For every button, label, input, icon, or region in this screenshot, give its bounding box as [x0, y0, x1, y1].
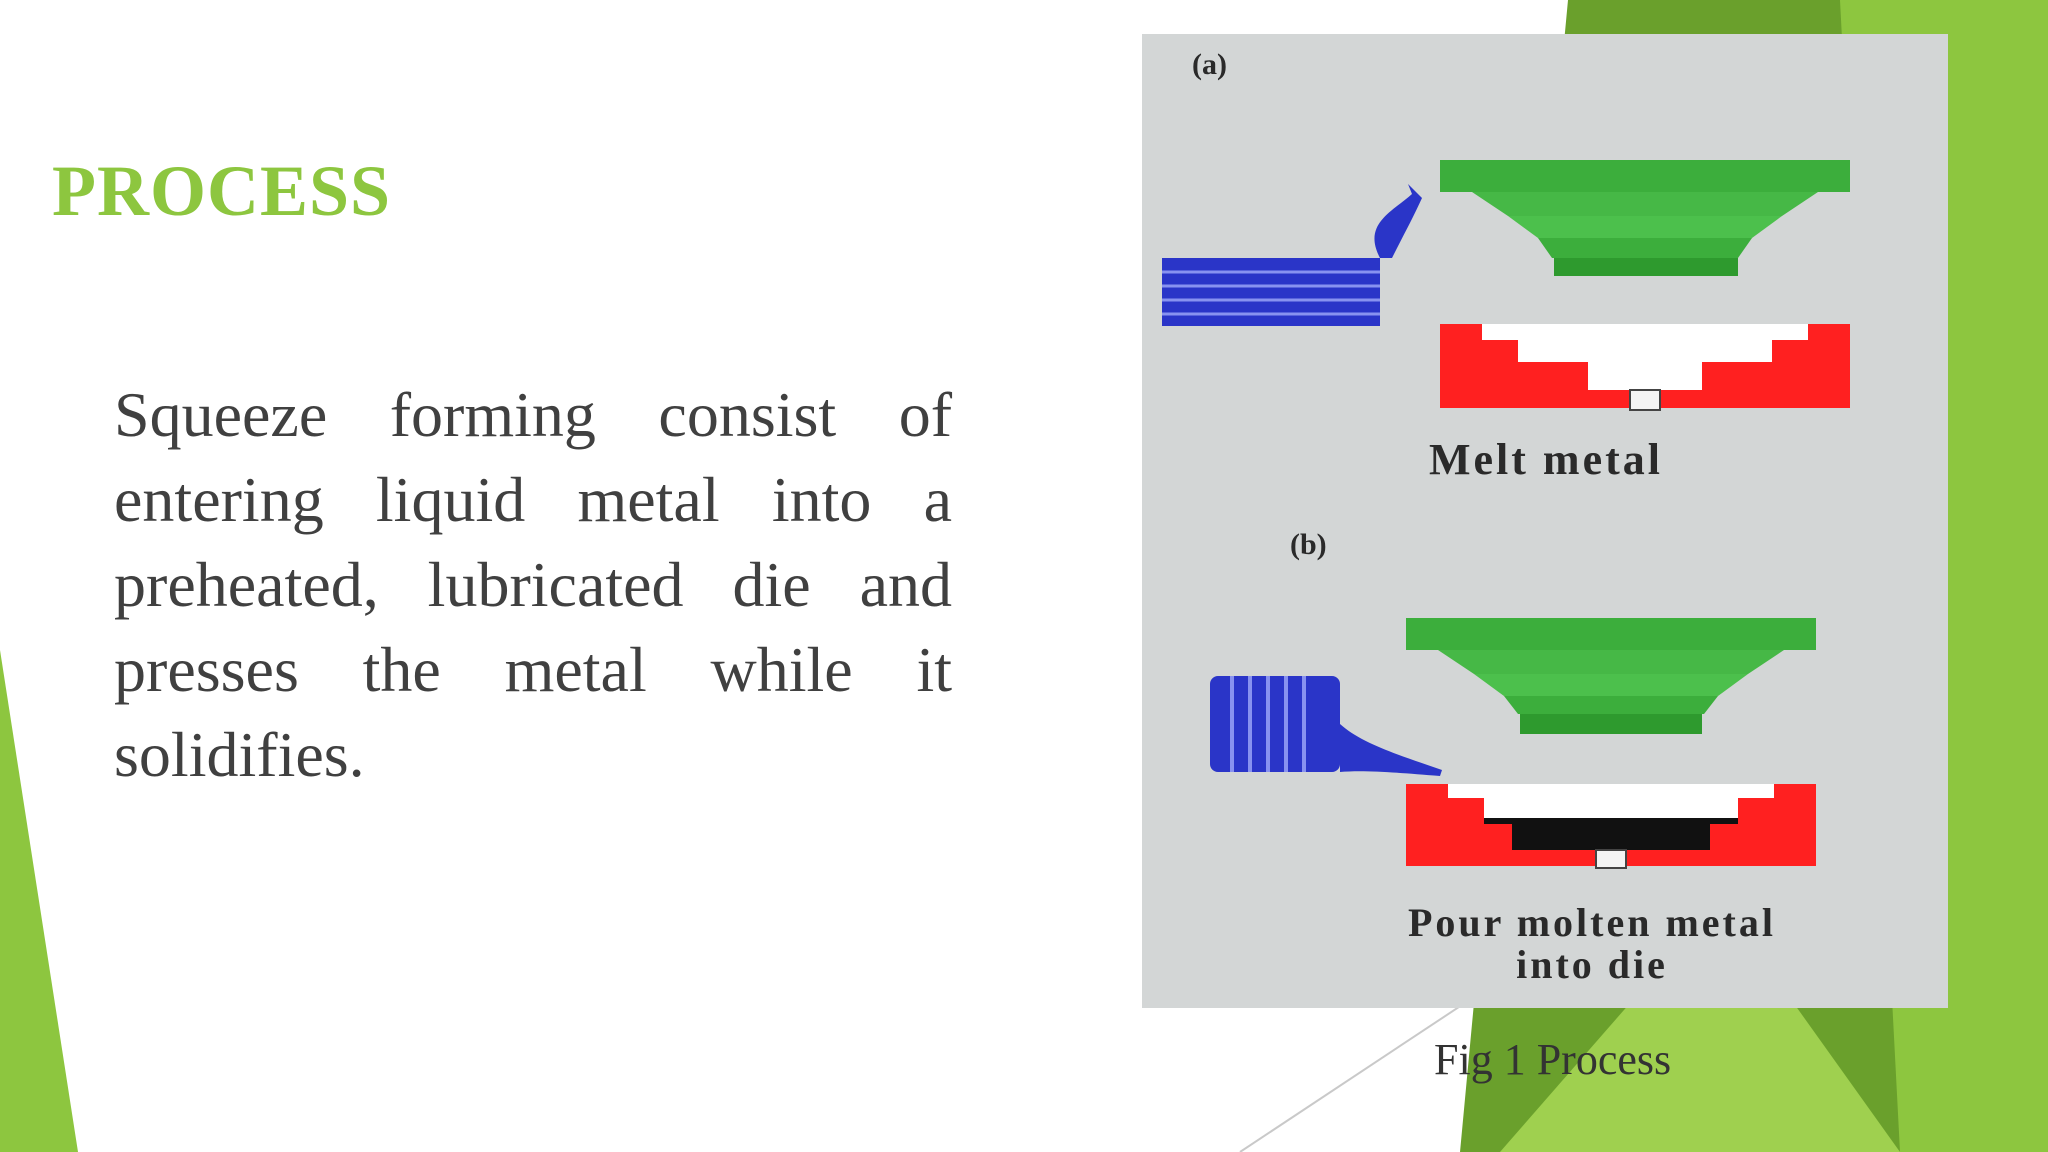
- punch-b: [1406, 618, 1816, 734]
- caption-b-line1: Pour molten metal: [1408, 900, 1776, 945]
- punch-a: [1440, 160, 1850, 276]
- decor-left-strip: [0, 650, 78, 1152]
- die-b: [1406, 784, 1816, 869]
- stage-b: (b) Pour molten metal into die: [1210, 528, 1816, 987]
- slide-body-text: Squeeze forming consist of entering liqu…: [114, 379, 952, 790]
- label-b: (b): [1290, 528, 1327, 561]
- slide-title: PROCESS: [52, 151, 392, 231]
- label-a: (a): [1192, 48, 1227, 81]
- caption-b-line2: into die: [1516, 942, 1668, 987]
- stage-a: (a) Melt metal: [1162, 48, 1850, 484]
- ladle-b: [1210, 676, 1442, 776]
- process-figure: (a) Melt metal: [1142, 34, 1948, 1008]
- ladle-a: [1162, 184, 1422, 326]
- caption-a: Melt metal: [1429, 435, 1663, 484]
- figure-caption: Fig 1 Process: [1434, 1035, 1672, 1084]
- process-diagram: (a) Melt metal: [1162, 48, 1850, 987]
- die-a: [1440, 324, 1850, 411]
- decor-band-light-bottom: [1500, 900, 1900, 1152]
